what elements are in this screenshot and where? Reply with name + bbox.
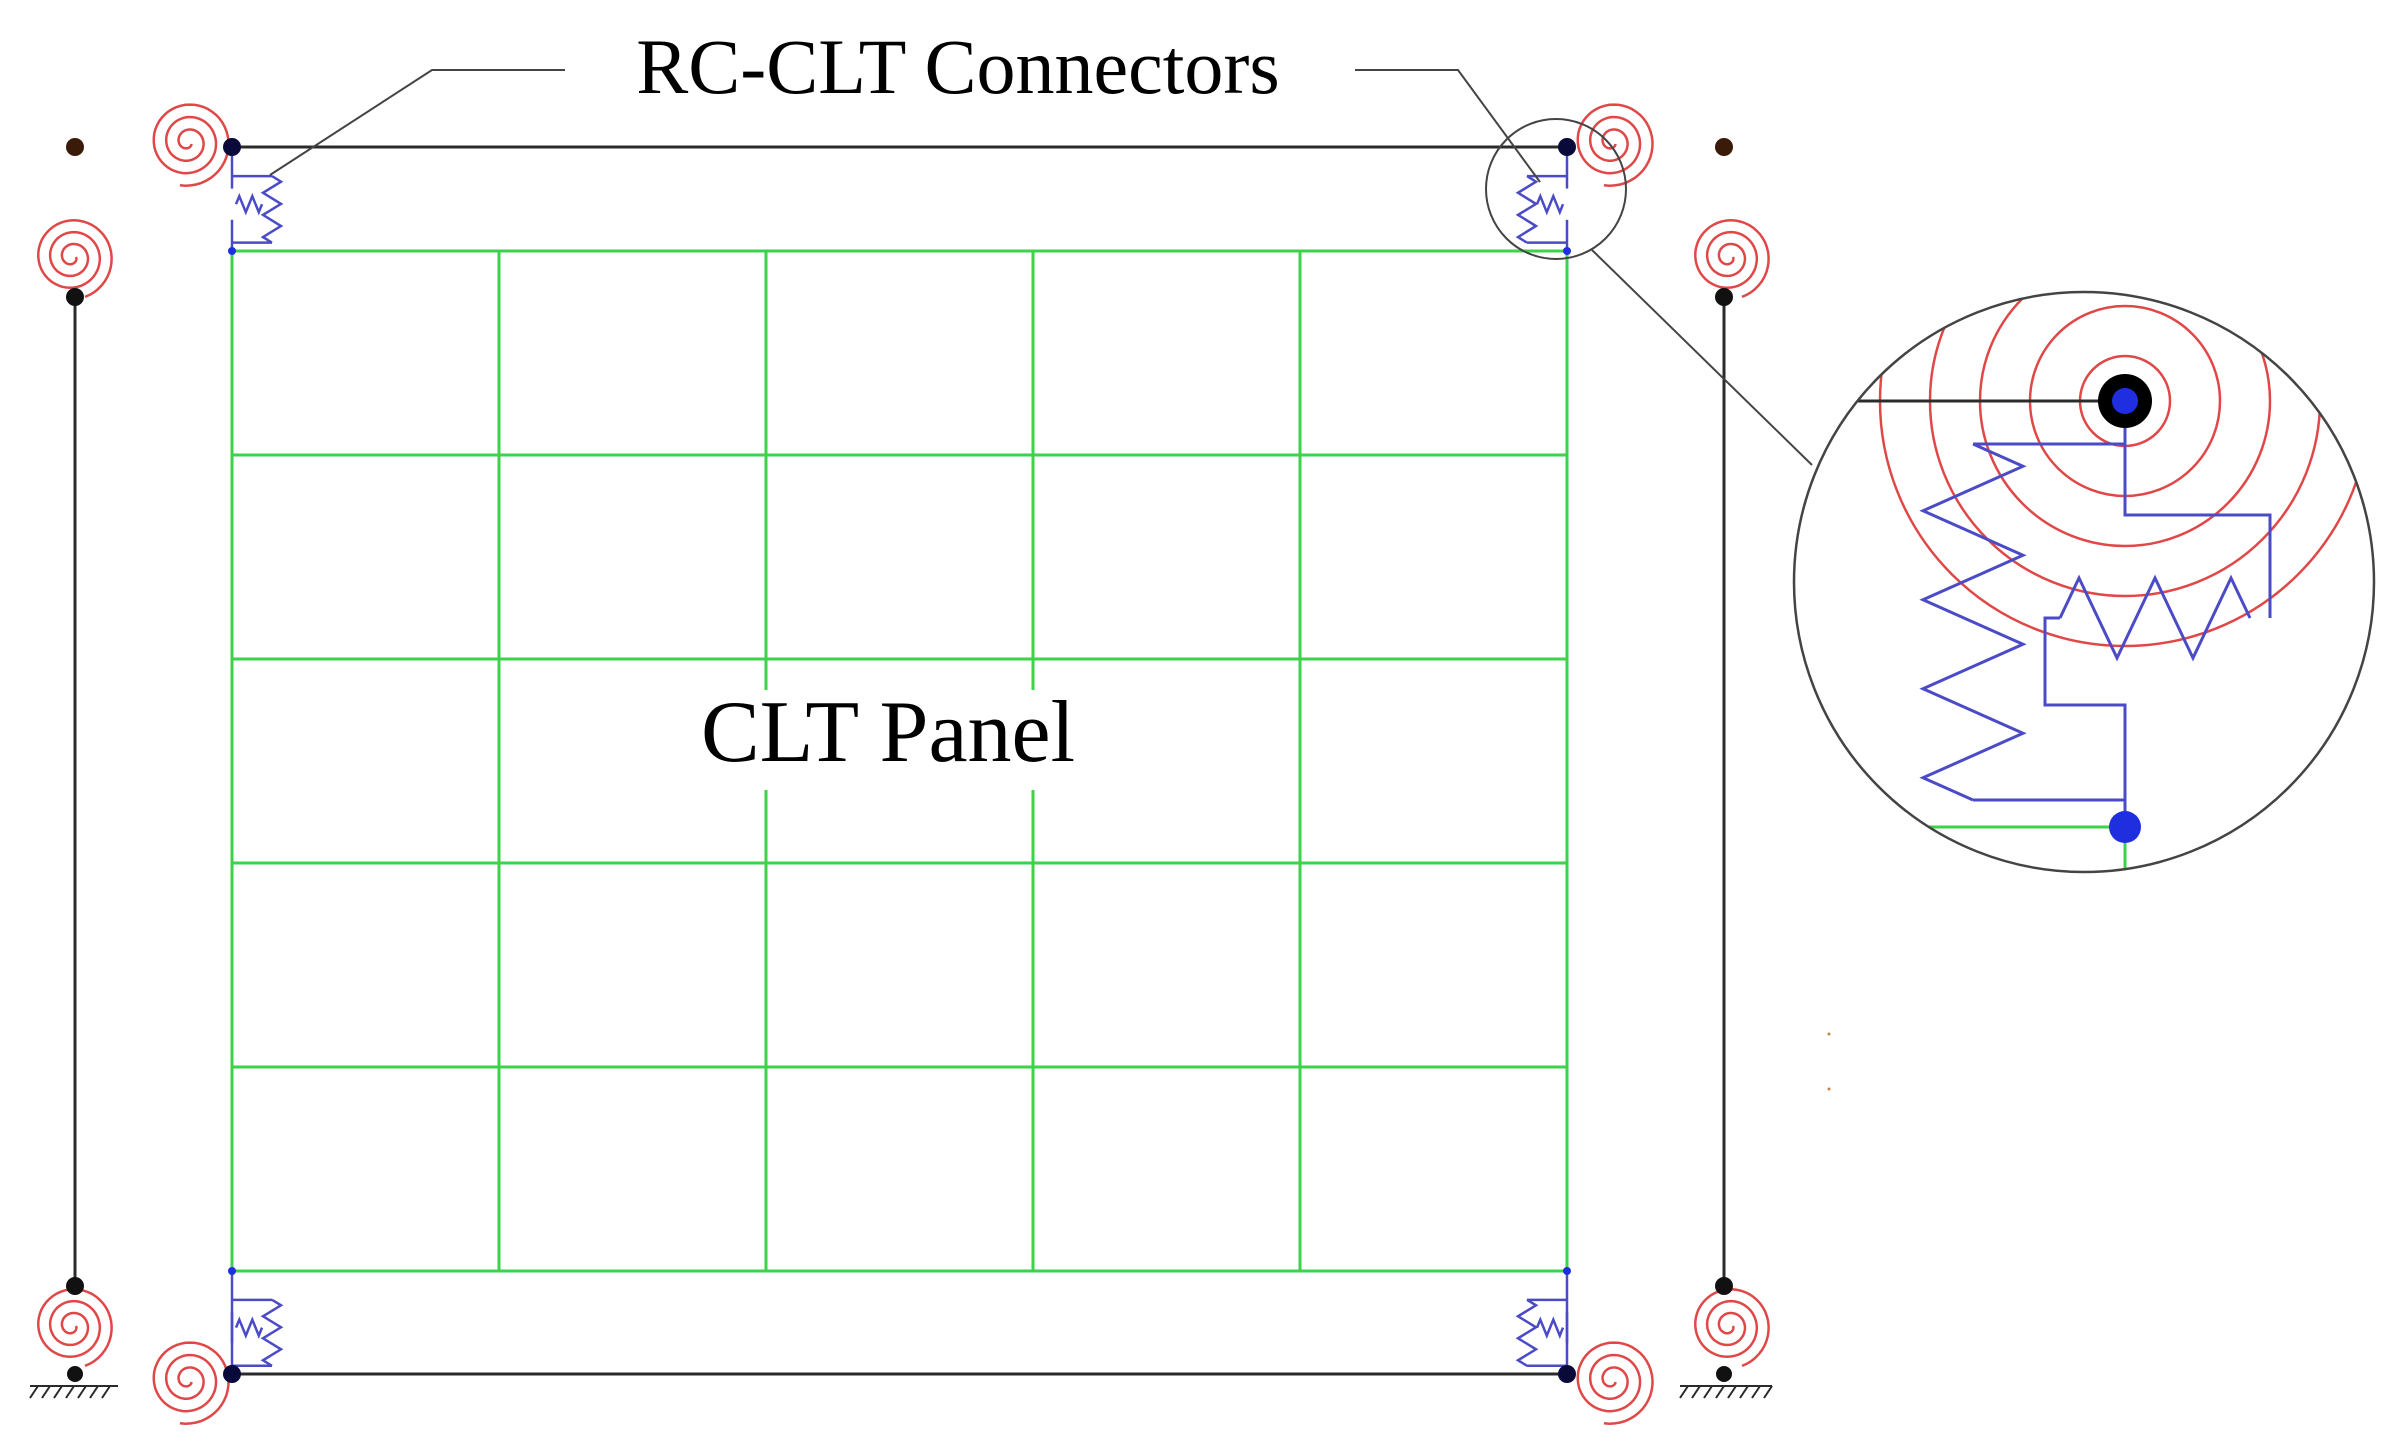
connector-highlight-ring <box>1485 118 1627 260</box>
frame-node <box>1558 1365 1576 1383</box>
panel-corner-node <box>1563 247 1571 255</box>
right-ground-support <box>1679 1385 1773 1399</box>
panel-corner-node <box>228 1267 236 1275</box>
vertical-connector-spring <box>260 175 284 244</box>
rotational-spring-spiral <box>37 219 113 299</box>
horizontal-connector-spring <box>1535 1316 1565 1339</box>
detached-node <box>66 138 84 156</box>
frame-node <box>223 138 241 156</box>
rotational-spring-spiral <box>37 1288 113 1368</box>
frame-node <box>1558 138 1576 156</box>
rotational-springs <box>37 103 1770 1425</box>
detached-node <box>1715 138 1733 156</box>
column-top-node <box>66 288 84 306</box>
column-bottom-node <box>66 1277 84 1295</box>
column-base-node <box>1716 1366 1732 1382</box>
stray-dot <box>1827 1087 1831 1091</box>
left-ground-support <box>29 1385 118 1399</box>
vertical-connector-spring <box>260 1298 284 1367</box>
connector-detail-zoom <box>1792 290 2376 874</box>
panel-outline <box>230 249 1569 1273</box>
rc-frame <box>73 145 1726 1376</box>
zoom-frame-node-core <box>2112 388 2138 414</box>
zoom-vertical-spring <box>1919 442 2027 802</box>
rotational-spring-spiral <box>1576 1341 1654 1425</box>
zoom-circle-outline <box>1792 290 2376 874</box>
zoom-background <box>1794 292 2374 872</box>
leader-line-left <box>269 69 565 176</box>
horizontal-connector-spring <box>1535 192 1565 216</box>
ground-supports <box>29 1385 1773 1399</box>
frame-node <box>223 1365 241 1383</box>
column-base-node <box>67 1366 83 1382</box>
nodes <box>66 138 1733 1383</box>
vertical-connector-spring <box>1515 1298 1539 1367</box>
zoom-panel-node <box>2109 811 2141 843</box>
column-bottom-node <box>1715 1277 1733 1295</box>
column-top-node <box>1715 288 1733 306</box>
zoom-connector-springs <box>1919 401 2272 827</box>
clt-panel-mesh <box>230 249 1569 1273</box>
rotational-spring-spiral <box>1694 1288 1770 1368</box>
panel-label: CLT Panel <box>701 684 1075 781</box>
horizontal-connector-spring <box>234 1316 264 1339</box>
rotational-spring-spiral <box>152 1341 230 1425</box>
panel-corner-node <box>228 247 236 255</box>
connectors-label: RC-CLT Connectors <box>636 23 1280 110</box>
zoom-link <box>2043 616 2127 827</box>
horizontal-connector-spring <box>234 192 264 216</box>
callouts <box>269 69 1813 466</box>
leader-line-right <box>1355 69 1541 183</box>
zoom-line-top <box>1591 249 1813 466</box>
rotational-spring-spiral <box>1576 103 1654 187</box>
zoom-link <box>2123 401 2272 618</box>
stray-dot <box>1827 1032 1831 1036</box>
stray-marks <box>1827 1032 1831 1091</box>
panel-label-backdrop <box>680 690 1100 790</box>
panel-corner-node <box>1563 1267 1571 1275</box>
rotational-spring-spiral <box>152 103 230 187</box>
vertical-connector-spring <box>1515 175 1539 244</box>
zoom-horizontal-spring <box>2058 574 2252 662</box>
rotational-spring-spiral <box>1694 219 1770 299</box>
